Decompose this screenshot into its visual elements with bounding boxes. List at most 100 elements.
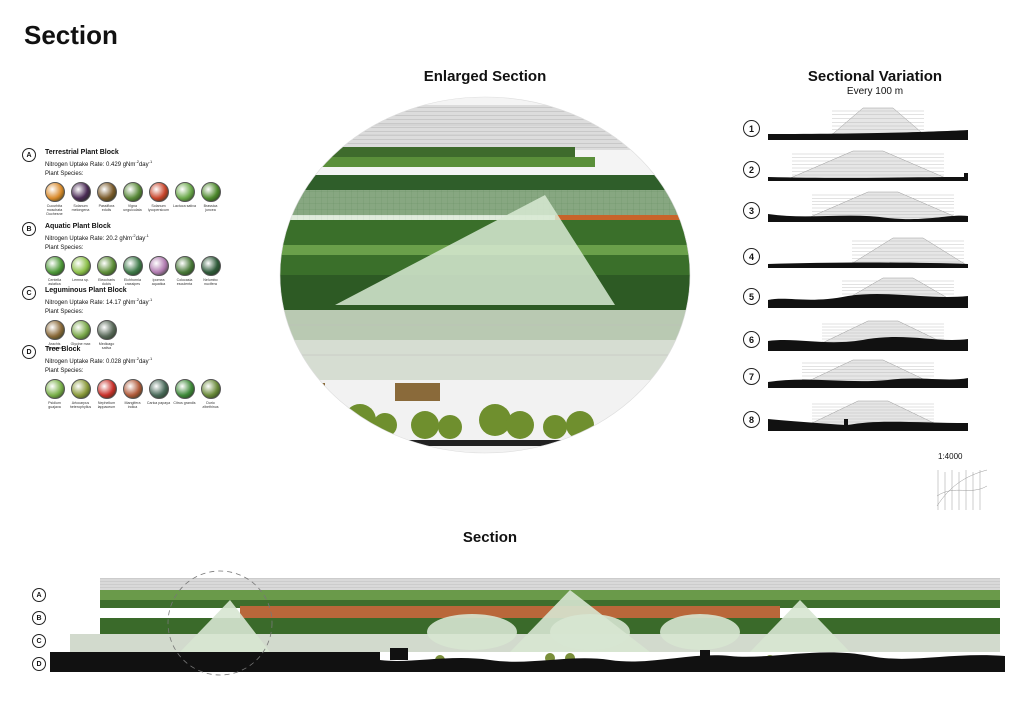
variation-section-4 [768, 237, 968, 268]
species-photo [70, 256, 91, 276]
species-name: Medicago sativa [98, 342, 115, 351]
species-item: Lactuca sativa [172, 182, 197, 217]
scale-label: 1:4000 [938, 452, 963, 461]
nitrogen-uptake-rate: Nitrogen Uptake Rate: 14.17 gNm-2day-1 [45, 297, 153, 306]
species-item: Centella asiatica [42, 256, 67, 286]
species-photo [122, 379, 143, 399]
species-name: Arachis hypogaea [46, 342, 63, 351]
species-name: Passiflora edulis [98, 204, 115, 213]
variation-section-7 [768, 359, 968, 388]
section-title: Section [462, 529, 518, 546]
enlarged-section-title: Enlarged Section [423, 68, 547, 85]
species-item: Durio zibethinus [198, 379, 223, 409]
variation-section-3 [768, 191, 968, 222]
species-photo [44, 320, 65, 340]
species-item: Mangifera indica [120, 379, 145, 409]
block-title: Aquatic Plant Block [45, 223, 111, 230]
species-item: Solanum melongena [68, 182, 93, 217]
species-name: Mangifera indica [124, 401, 141, 410]
species-name: Lemna sp. [72, 278, 89, 282]
species-item: Colocasia esculenta [172, 256, 197, 286]
species-name: Artocarpus heterophyllus [69, 401, 92, 410]
variation-number-4: 4 [743, 248, 760, 265]
variation-section-5 [768, 277, 968, 308]
species-item: Eichhornia crassipes [120, 256, 145, 286]
block-title: Terrestrial Plant Block [45, 149, 119, 156]
plant-species-label: Plant Species: [45, 309, 84, 315]
species-photo [44, 256, 65, 276]
species-item: Carica papaya [146, 379, 171, 409]
variation-number-6: 6 [743, 331, 760, 348]
plant-species-label: Plant Species: [45, 171, 84, 177]
plant-species-label: Plant Species: [45, 245, 84, 251]
species-item: Arachis hypogaea [42, 320, 67, 350]
species-name: Ipomea aquatica [151, 278, 166, 287]
block-letter: B [22, 222, 36, 236]
block-letter: D [22, 345, 36, 359]
species-photo [148, 256, 169, 276]
page-title: Section [24, 20, 118, 50]
section-letter-b: B [32, 611, 46, 625]
section-letter-c: C [32, 634, 46, 648]
scale-bar-graphic [936, 469, 988, 510]
species-item: Lemna sp. [68, 256, 93, 286]
variation-number-2: 2 [743, 161, 760, 178]
sectional-variation-subtitle: Every 100 m [846, 86, 904, 97]
variation-section-1 [768, 107, 968, 140]
variation-number-3: 3 [743, 202, 760, 219]
enlarged-section-drawing [279, 96, 691, 454]
species-photo [148, 379, 169, 399]
species-photo [96, 379, 117, 399]
species-name: Eleocharis dulcis [98, 278, 115, 287]
plant-species-label: Plant Species: [45, 368, 84, 374]
species-photo [96, 182, 117, 202]
species-photo [96, 256, 117, 276]
species-item: Vigna unguiculata [120, 182, 145, 217]
species-photo [148, 182, 169, 202]
variation-section-6 [768, 320, 968, 351]
variation-section-2 [768, 150, 968, 181]
variation-number-7: 7 [743, 368, 760, 385]
species-photo [44, 379, 65, 399]
species-name: Brassica juncea [203, 204, 218, 213]
species-photo [200, 379, 221, 399]
species-name: Glycine max [70, 342, 91, 346]
block-title: Tree Block [45, 346, 81, 353]
species-name: Durio zibethinus [202, 401, 219, 410]
species-name: Eichhornia crassipes [124, 278, 141, 287]
species-item: Ipomea aquatica [146, 256, 171, 286]
species-photo [200, 182, 221, 202]
species-photo [174, 256, 195, 276]
full-section-drawing [50, 570, 1005, 676]
species-item: Brassica juncea [198, 182, 223, 217]
species-name: Cucurbita moschata Duchesne [46, 204, 63, 217]
species-photo [44, 182, 65, 202]
species-name: Solanum melongena [71, 204, 90, 213]
nitrogen-uptake-rate: Nitrogen Uptake Rate: 0.429 gNm-2day-1 [45, 159, 153, 168]
species-item: Nephelium lappaceum [94, 379, 119, 409]
variation-number-5: 5 [743, 288, 760, 305]
species-item: Citrus grandis [172, 379, 197, 409]
block-title: Leguminous Plant Block [45, 287, 127, 294]
species-item: Cucurbita moschata Duchesne [42, 182, 67, 217]
species-photo [200, 256, 221, 276]
variation-number-1: 1 [743, 120, 760, 137]
species-item: Eleocharis dulcis [94, 256, 119, 286]
species-item: Medicago sativa [94, 320, 119, 350]
species-name: Colocasia esculenta [176, 278, 193, 287]
variation-section-8 [768, 400, 968, 431]
species-name: Centella asiatica [47, 278, 62, 287]
species-name: Nephelium lappaceum [97, 401, 116, 410]
species-name: Vigna unguiculata [123, 204, 142, 213]
species-photo [70, 182, 91, 202]
species-photo [122, 182, 143, 202]
species-photo [122, 256, 143, 276]
nitrogen-uptake-rate: Nitrogen Uptake Rate: 0.028 gNm-2day-1 [45, 356, 153, 365]
species-name: Carica papaya [146, 401, 171, 405]
species-photo [70, 320, 91, 340]
species-photo [96, 320, 117, 340]
